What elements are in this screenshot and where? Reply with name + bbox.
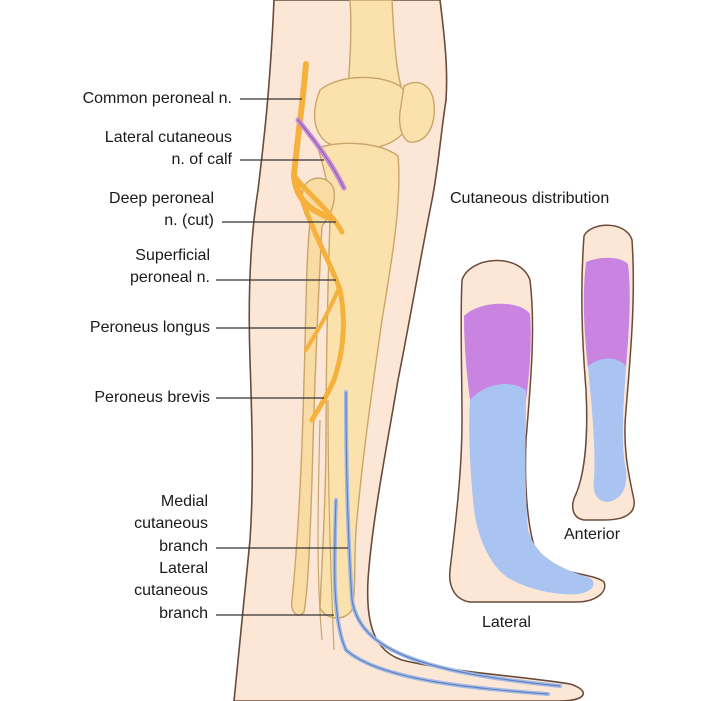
label-deep-peroneal-line1: Deep peroneal [109, 190, 214, 207]
label-peroneus-longus: Peroneus longus [89, 319, 210, 336]
label-superficial-peroneal-line1: Superficial [135, 247, 210, 264]
leader-lines [216, 98, 348, 616]
label-common-peroneal: Common peroneal n. [82, 90, 232, 107]
label-medial-branch-line2: cutaneous [134, 515, 208, 532]
anterior-region-blue [588, 358, 627, 502]
label-superficial-peroneal-line2: peroneal n. [129, 269, 210, 286]
tendon-line [317, 419, 323, 641]
lateral-cutaneous-calf-nerve-outline [297, 119, 345, 189]
label-deep-peroneal-line2: n. (cut) [164, 212, 214, 229]
knee-condyle [313, 76, 411, 151]
label-medial-branch-line1: Medial [160, 493, 208, 510]
main-leg-skin [233, 0, 584, 701]
medial-cutaneous-branch-outline [345, 391, 561, 687]
label-medial-branch-line3: branch [159, 538, 208, 555]
superficial-peroneal-nerve [293, 177, 346, 423]
heading-cutaneous-distribution: Cutaneous distribution [450, 190, 610, 207]
tendon-line [327, 399, 335, 651]
peroneus-longus-branch [304, 288, 340, 352]
deep-peroneal-nerve [293, 175, 345, 235]
anterior-region-purple [583, 257, 630, 368]
label-lateral-branch-line3: branch [159, 605, 208, 622]
lateral-cutaneous-branch-outline [334, 499, 549, 695]
label-lateral-branch-line2: cutaneous [134, 582, 208, 599]
patella [398, 81, 435, 143]
label-lateral-branch-line1: Lateral [159, 560, 208, 577]
lateral-region-blue [469, 384, 594, 595]
tibia-bone [317, 142, 400, 619]
label-lateral-view: Lateral [482, 614, 531, 631]
label-peroneus-brevis: Peroneus brevis [94, 389, 210, 406]
common-peroneal-nerve [290, 61, 333, 221]
label-anterior-view: Anterior [564, 526, 621, 543]
label-lateral-cutaneous-calf-line2: n. of calf [171, 151, 232, 168]
label-lateral-cutaneous-calf-line1: Lateral cutaneous [104, 129, 232, 146]
lateral-region-purple [464, 303, 531, 400]
